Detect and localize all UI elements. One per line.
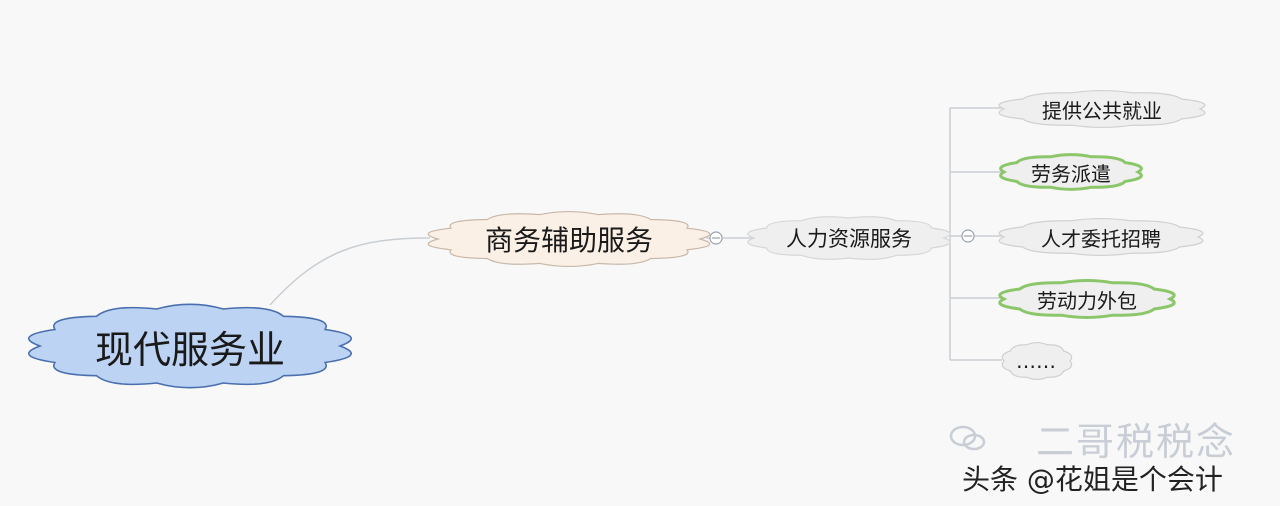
leaf-node-label[interactable]: 劳务派遣 [1031,161,1111,186]
level1-node-cloud [427,210,711,268]
account-watermark: 二哥税税念 [948,418,1236,464]
root-node-cloud [27,303,353,389]
root-node-label[interactable]: 现代服务业 [94,327,285,372]
leaf-node-cloud [999,153,1143,191]
platform-watermark-text: 头条 @花姐是个会计 [962,463,1223,496]
leaf-node-label[interactable]: 提供公共就业 [1042,98,1162,123]
level1-node-label[interactable]: 商务辅助服务 [484,224,653,257]
link-root-to-level1 [269,237,431,306]
wechat-icon [949,425,986,451]
platform-watermark: 头条 @花姐是个会计 [962,456,1223,500]
leaf-node-label[interactable]: 人才委托招聘 [1041,226,1161,251]
leaf-node-cloud [998,217,1204,257]
leaf-node-label[interactable]: …… [1016,349,1056,373]
leaf-node-label[interactable]: 劳动力外包 [1037,288,1137,313]
leaf-node-cloud [998,89,1206,129]
account-watermark-text: 二哥税税念 [1036,419,1237,464]
level2-node-cloud [747,216,951,260]
leaf-node-cloud [998,279,1176,319]
level2-node-label[interactable]: 人力资源服务 [786,227,912,251]
leaf-node-cloud [1001,341,1073,381]
